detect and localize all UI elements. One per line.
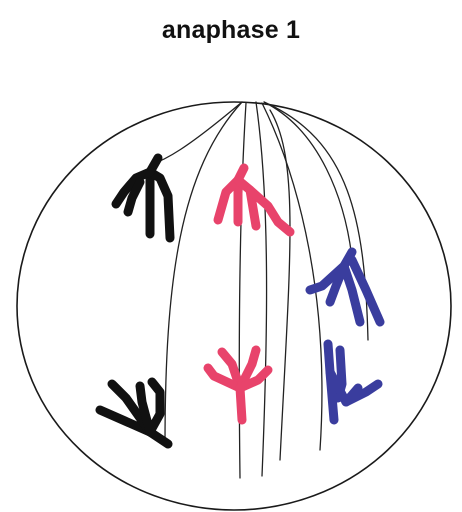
cell-membrane bbox=[17, 102, 451, 510]
chromosome-blue-upper bbox=[310, 252, 380, 322]
chromosome-pink-upper bbox=[218, 168, 290, 232]
chromosome-pink-lower bbox=[208, 350, 268, 420]
spindle-fiber bbox=[256, 102, 267, 476]
spindle-fiber bbox=[262, 103, 322, 450]
chromosome-black-lower bbox=[100, 382, 168, 444]
spindle-fiber bbox=[165, 102, 242, 445]
spindle-fiber bbox=[150, 102, 242, 165]
chromosome-blue-lower bbox=[328, 344, 378, 420]
chromosome-black-upper bbox=[116, 158, 170, 238]
